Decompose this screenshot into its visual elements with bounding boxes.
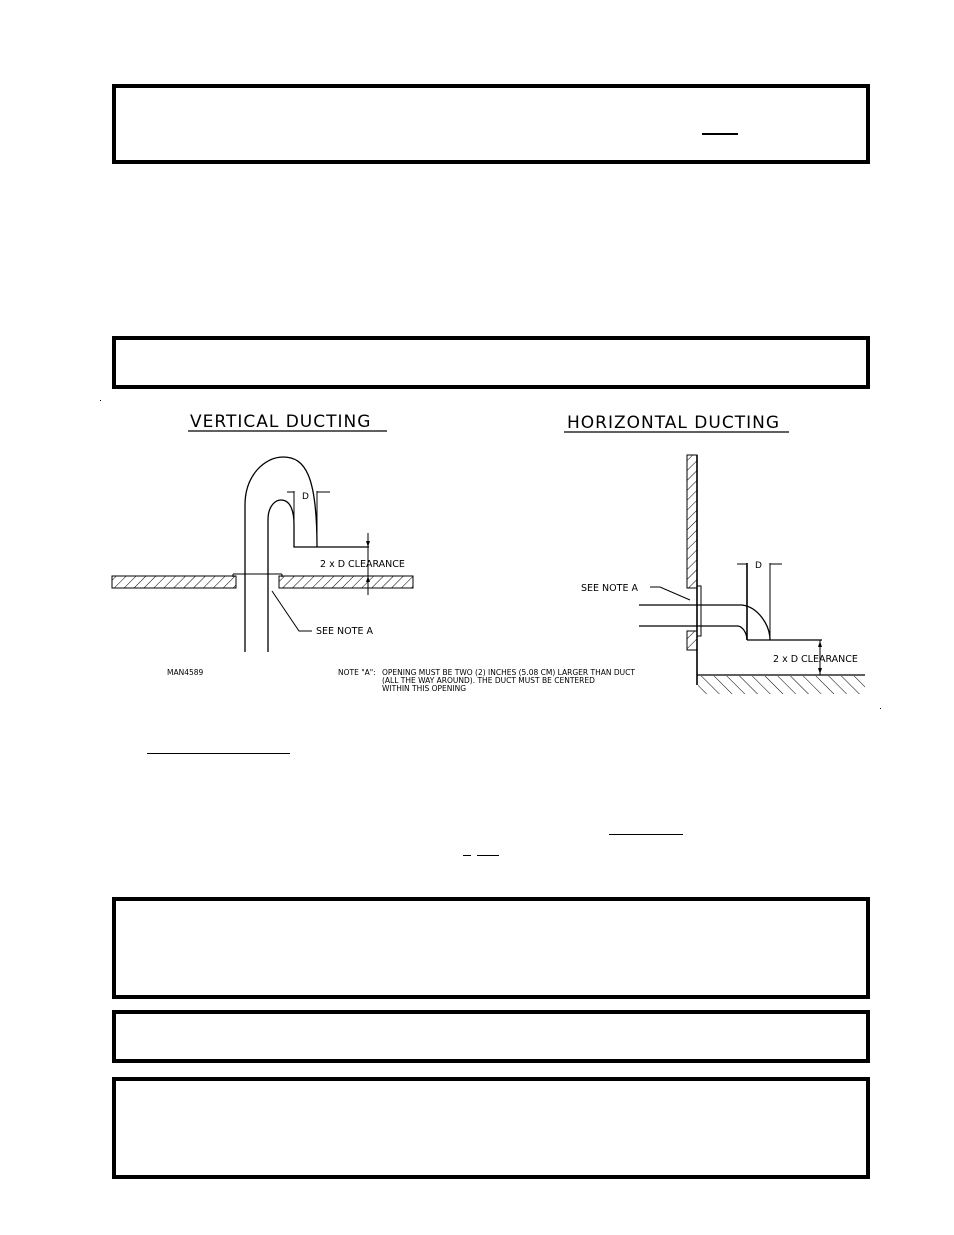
underline-fragment xyxy=(463,855,471,856)
vertical-see-note-a: SEE NOTE A xyxy=(316,626,373,637)
underline-fragment xyxy=(702,133,738,135)
notice-box-4 xyxy=(112,1010,870,1063)
notice-box-3 xyxy=(112,897,870,999)
ducting-diagram: VERTICAL DUCTING D 2 x D CLEARANCE SEE N… xyxy=(111,412,865,694)
notice-box-1 xyxy=(112,84,870,164)
underline-fragment xyxy=(477,855,499,856)
note-a-label: NOTE "A": xyxy=(338,668,376,677)
underline-fragment xyxy=(147,753,290,754)
horizontal-see-note-a: SEE NOTE A xyxy=(581,583,638,594)
vertical-clearance-label: 2 x D CLEARANCE xyxy=(320,559,405,570)
vertical-d-label: D xyxy=(302,492,309,502)
horizontal-clearance-label: 2 x D CLEARANCE xyxy=(773,654,858,665)
notice-box-2 xyxy=(112,336,870,389)
note-a-line-3: WITHIN THIS OPENING xyxy=(382,684,466,693)
horizontal-ducting-title: HORIZONTAL DUCTING xyxy=(567,413,780,433)
horizontal-ducting-figure: HORIZONTAL DUCTING D 2 x D CLEARANCE SEE… xyxy=(564,413,865,694)
vertical-ducting-figure: VERTICAL DUCTING D 2 x D CLEARANCE SEE N… xyxy=(111,412,414,652)
vertical-ducting-title: VERTICAL DUCTING xyxy=(190,412,371,432)
horizontal-d-label: D xyxy=(755,561,762,571)
notice-box-5 xyxy=(112,1077,870,1179)
note-a: NOTE "A": OPENING MUST BE TWO (2) INCHES… xyxy=(338,668,635,693)
note-a-line-1: OPENING MUST BE TWO (2) INCHES (5.08 CM)… xyxy=(382,668,635,677)
speck xyxy=(100,400,101,401)
speck xyxy=(880,708,881,709)
note-a-line-2: (ALL THE WAY AROUND). THE DUCT MUST BE C… xyxy=(382,676,595,685)
underline-fragment xyxy=(609,834,683,835)
drawing-id: MAN4589 xyxy=(167,668,204,677)
